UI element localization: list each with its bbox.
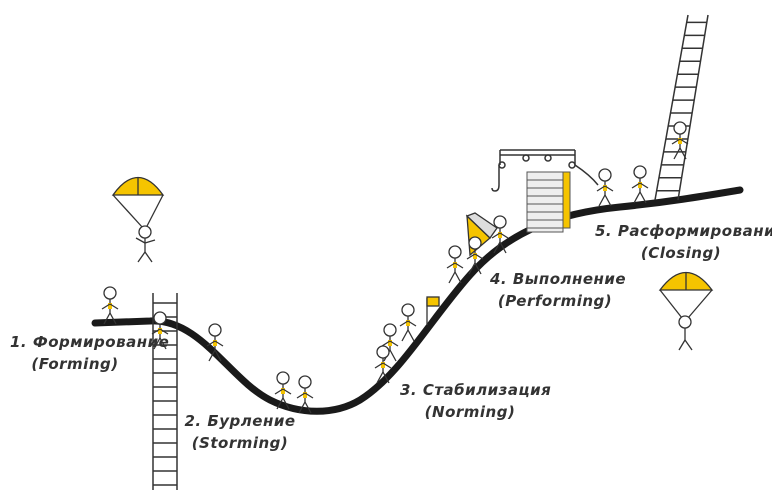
stick-figure-icon xyxy=(374,345,392,384)
parachute-figure-icon xyxy=(111,177,165,263)
ladder-right-icon xyxy=(654,14,709,201)
stick-figure-icon xyxy=(399,303,417,342)
parachute-figure-icon xyxy=(658,272,714,351)
stick-figure-icon xyxy=(446,245,464,284)
stage-label-closing: 5. Расформирование (Closing) xyxy=(595,220,772,264)
stage-subtitle: (Forming) xyxy=(31,355,119,373)
stage-title: 5. Расформирование xyxy=(595,222,772,240)
stage-title: 2. Бурление xyxy=(184,412,296,430)
stage-subtitle: (Storming) xyxy=(191,434,289,452)
stick-figure-icon xyxy=(274,371,292,410)
panel-carry-icon xyxy=(465,212,498,257)
stick-figure-icon xyxy=(671,121,689,160)
flag-icon xyxy=(426,296,440,325)
team-development-curve xyxy=(91,186,744,415)
stick-figure-icon xyxy=(151,311,169,350)
crane-icon xyxy=(491,149,599,192)
stick-figure-icon xyxy=(596,168,614,207)
stick-figure-icon xyxy=(631,165,649,204)
stage-subtitle: (Norming) xyxy=(424,403,516,421)
stage-label-performing: 4. Выполнение (Performing) xyxy=(490,268,627,312)
stick-figure-icon xyxy=(381,323,399,362)
stage-label-forming: 1. Формирование (Forming) xyxy=(10,331,170,375)
stick-figure-icon xyxy=(296,375,314,414)
stage-label-storming: 2. Бурление (Storming) xyxy=(180,410,300,454)
stage-subtitle: (Performing) xyxy=(497,292,613,310)
brick-wall-icon xyxy=(526,171,571,233)
stage-title: 3. Стабилизация xyxy=(400,381,552,399)
stage-label-norming: 3. Стабилизация (Norming) xyxy=(400,379,552,423)
stick-figure-icon xyxy=(101,286,119,325)
stage-subtitle: (Closing) xyxy=(640,244,722,262)
stick-figure-icon xyxy=(466,236,484,275)
stage-title: 1. Формирование xyxy=(10,333,170,351)
stage-title: 4. Выполнение xyxy=(490,270,627,288)
stick-figure-icon xyxy=(206,323,224,362)
stick-figure-icon xyxy=(491,215,509,254)
